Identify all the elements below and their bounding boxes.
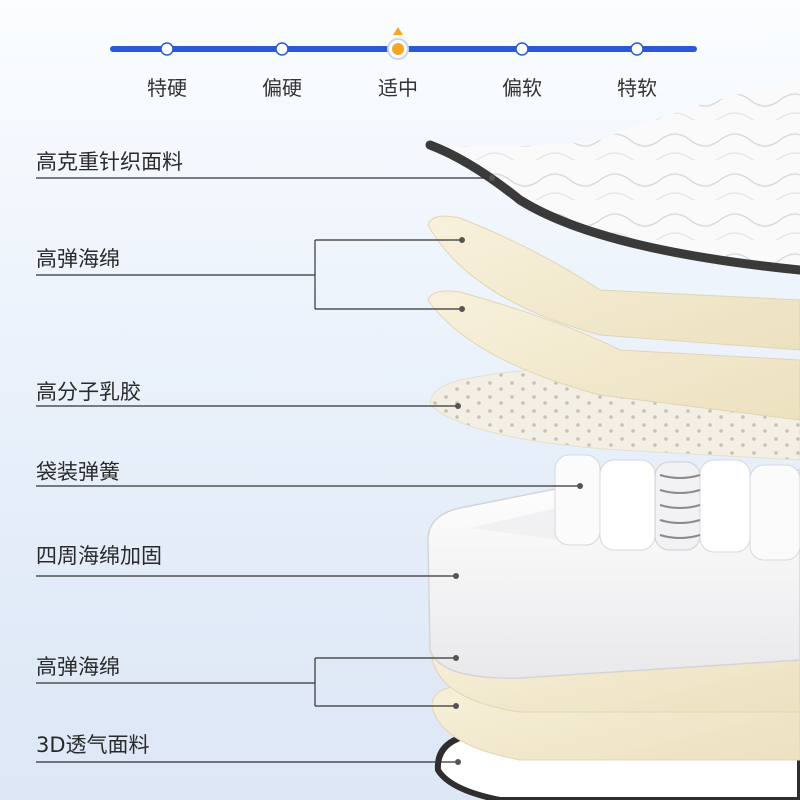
firmness-scale <box>110 27 697 60</box>
firmness-level-4: 偏软 <box>502 76 542 100</box>
top-foam-layer-2 <box>427 290 800 421</box>
firmness-level-2: 偏硬 <box>262 76 302 100</box>
selected-indicator-arrow-icon <box>393 27 403 35</box>
layer-label-knit-fabric: 高克重针织面料 <box>36 150 183 174</box>
layer-label-breathable-fabric: 3D透气面料 <box>36 733 150 757</box>
firmness-point-2 <box>275 42 289 56</box>
firmness-point-1 <box>160 42 174 56</box>
layer-label-edge-support: 四周海绵加固 <box>36 544 162 568</box>
firmness-point-5 <box>630 42 644 56</box>
knit-fabric-edge <box>425 140 800 275</box>
leader-dots <box>453 175 583 765</box>
firmness-point-4 <box>515 42 529 56</box>
layer-label-foam-top: 高弹海绵 <box>36 247 120 271</box>
layer-label-pocket-springs: 袋装弹簧 <box>36 460 120 484</box>
layer-label-latex: 高分子乳胶 <box>36 380 141 404</box>
layer-label-foam-bottom: 高弹海绵 <box>36 655 120 679</box>
firmness-level-5: 特软 <box>617 76 657 100</box>
leader-lines <box>36 177 580 763</box>
firmness-level-1: 特硬 <box>147 76 187 100</box>
top-foam-layer-1 <box>427 215 800 351</box>
pocket-springs <box>554 454 800 561</box>
knit-fabric-layer <box>430 80 800 270</box>
firmness-level-3: 适中 <box>378 76 418 100</box>
